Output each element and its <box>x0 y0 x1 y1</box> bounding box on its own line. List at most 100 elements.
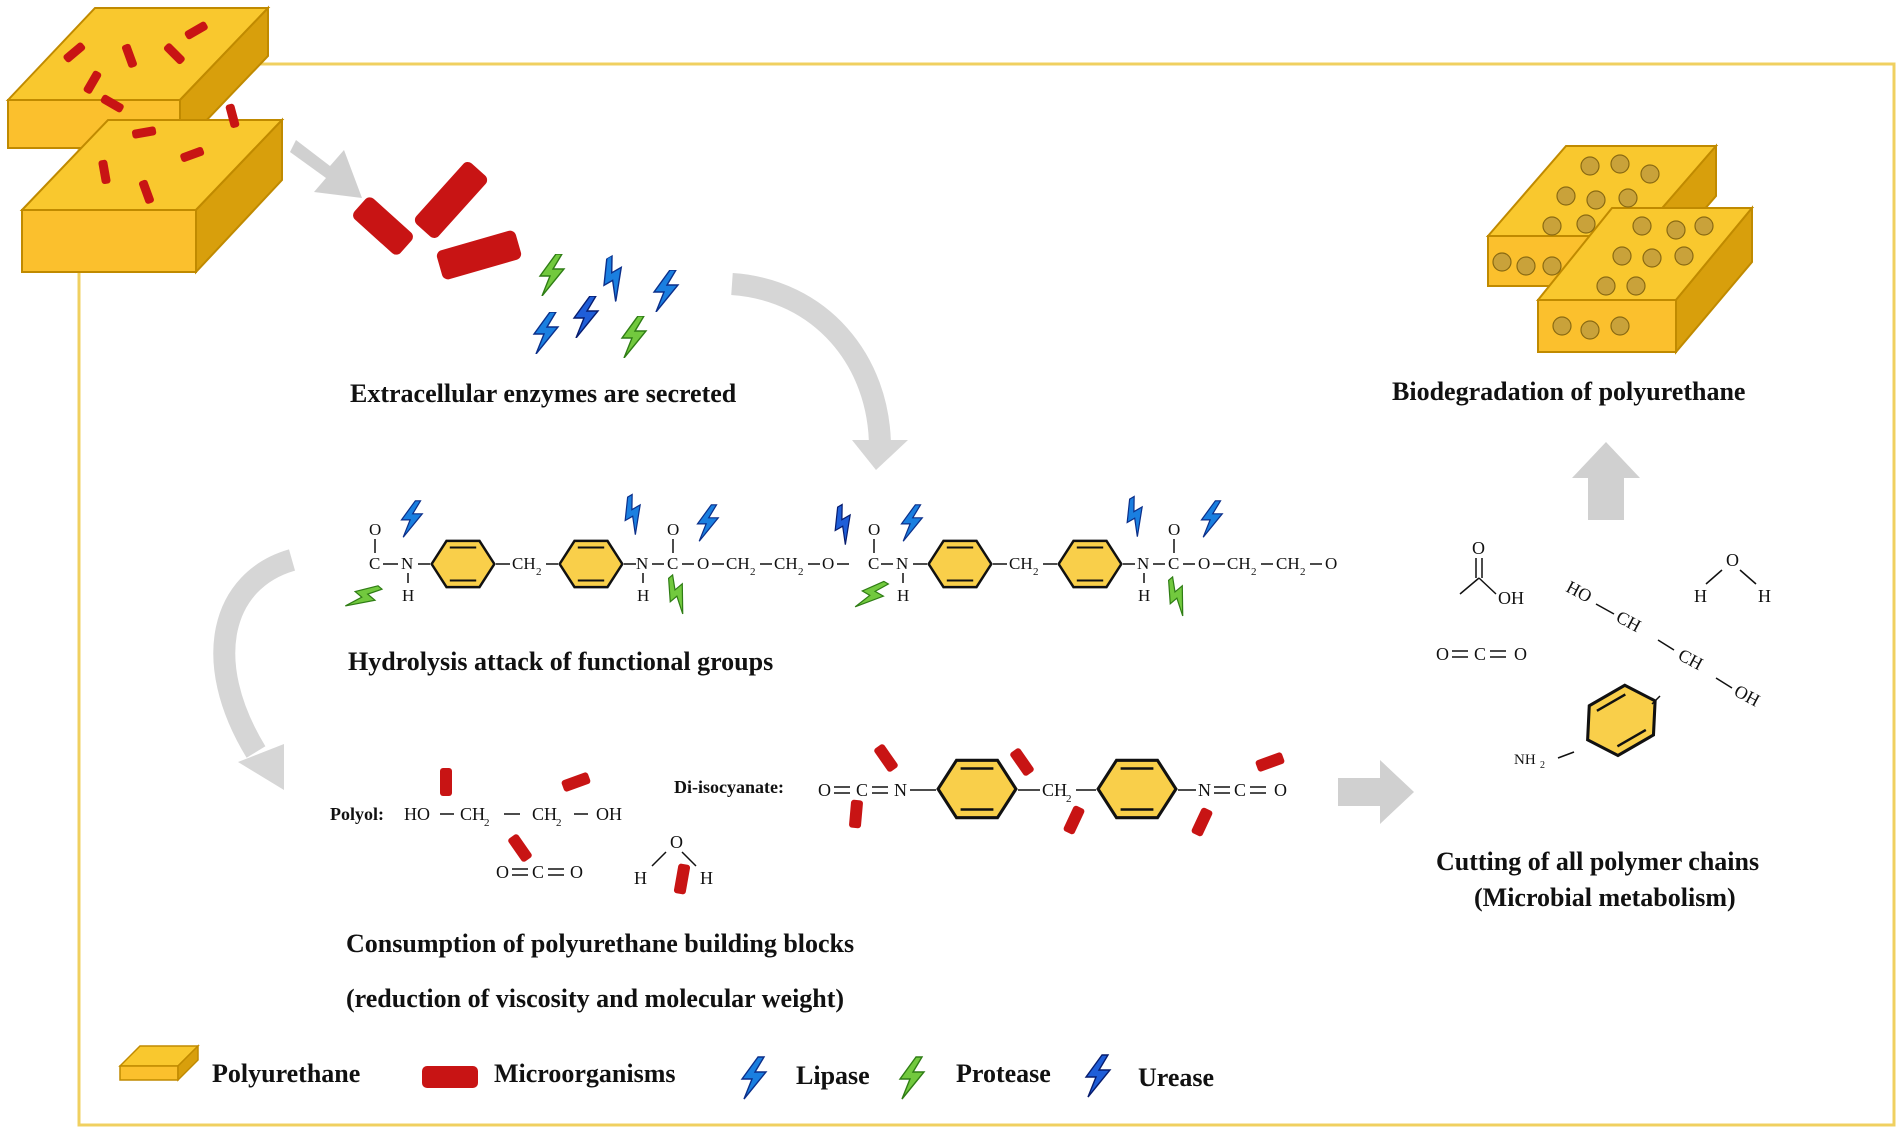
svg-text:OH: OH <box>1731 681 1763 711</box>
svg-text:O: O <box>1514 644 1527 664</box>
svg-text:2: 2 <box>1251 566 1257 578</box>
legend-microorganism-icon <box>422 1066 478 1088</box>
microorganisms-large <box>353 161 522 280</box>
legend: Polyurethane Microorganisms Lipase Prote… <box>118 1044 1214 1100</box>
svg-text:O: O <box>1198 554 1210 573</box>
svg-text:2: 2 <box>556 817 562 829</box>
svg-text:C: C <box>1234 780 1246 800</box>
svg-text:O: O <box>1726 550 1739 570</box>
svg-text:C: C <box>1474 644 1486 664</box>
pores <box>1492 154 1714 340</box>
svg-text:N: N <box>401 554 413 573</box>
svg-text:CH: CH <box>1276 554 1300 573</box>
svg-text:H: H <box>402 586 414 605</box>
svg-text:O: O <box>868 520 880 539</box>
legend-microorganisms-label: Microorganisms <box>494 1059 676 1088</box>
svg-text:O: O <box>1168 520 1180 539</box>
metabolism-products: O OH O C O HO CH CH OH O H H NH 2 <box>1436 538 1771 771</box>
svg-text:Polyol:: Polyol: <box>330 804 384 824</box>
svg-text:CH: CH <box>1675 645 1706 674</box>
svg-text:N: N <box>896 554 908 573</box>
legend-urease-label: Urease <box>1138 1063 1214 1092</box>
svg-text:CH: CH <box>512 554 536 573</box>
svg-text:OH: OH <box>596 804 622 824</box>
polyurethane-block-top-left <box>5 5 285 275</box>
svg-text:NH: NH <box>1514 752 1536 768</box>
label-consumption: Consumption of polyurethane building blo… <box>346 929 854 958</box>
svg-text:Di-isocyanate:: Di-isocyanate: <box>674 777 784 797</box>
svg-text:O: O <box>667 520 679 539</box>
microorganism-cluster <box>63 21 240 204</box>
svg-text:H: H <box>637 586 649 605</box>
svg-text:O: O <box>818 780 831 800</box>
label-biodegradation: Biodegradation of polyurethane <box>1392 377 1745 406</box>
svg-text:H: H <box>634 868 647 888</box>
svg-text:HO: HO <box>1563 577 1595 607</box>
svg-text:CH: CH <box>460 804 485 824</box>
svg-text:H: H <box>1138 586 1150 605</box>
label-microbial-metabolism: (Microbial metabolism) <box>1474 883 1736 912</box>
microorganisms-consuming <box>440 744 1285 895</box>
svg-text:CH: CH <box>1009 554 1033 573</box>
label-cutting-chains: Cutting of all polymer chains <box>1436 847 1759 876</box>
svg-text:H: H <box>1758 586 1771 606</box>
legend-urease-icon <box>1085 1054 1111 1098</box>
label-extracellular-enzymes: Extracellular enzymes are secreted <box>350 379 737 408</box>
legend-protease-icon <box>899 1056 925 1100</box>
arrow-to-metabolism <box>1338 760 1414 824</box>
legend-lipase-label: Lipase <box>796 1061 870 1090</box>
svg-text:CH: CH <box>1613 607 1644 636</box>
svg-text:HO: HO <box>404 804 430 824</box>
svg-text:O: O <box>570 862 583 882</box>
legend-polyurethane-label: Polyurethane <box>212 1059 360 1088</box>
label-consumption-detail: (reduction of viscosity and molecular we… <box>346 984 844 1013</box>
svg-text:2: 2 <box>1300 566 1306 578</box>
svg-text:H: H <box>700 868 713 888</box>
svg-text:O: O <box>496 862 509 882</box>
svg-text:2: 2 <box>1540 760 1545 771</box>
svg-text:O: O <box>670 832 683 852</box>
arrow-to-microbes <box>290 140 362 198</box>
svg-text:CH: CH <box>1227 554 1251 573</box>
svg-text:2: 2 <box>798 566 804 578</box>
svg-text:C: C <box>856 780 868 800</box>
svg-text:2: 2 <box>484 817 490 829</box>
svg-text:C: C <box>532 862 544 882</box>
svg-text:H: H <box>1694 586 1707 606</box>
degraded-polyurethane-block <box>1485 143 1755 355</box>
svg-text:O: O <box>1472 538 1485 558</box>
legend-polyurethane-icon <box>118 1044 200 1082</box>
legend-lipase-icon <box>741 1056 767 1100</box>
arrow-to-biodegradation <box>1572 442 1640 520</box>
svg-text:CH: CH <box>532 804 557 824</box>
legend-protease-label: Protease <box>956 1059 1051 1088</box>
svg-text:N: N <box>636 554 648 573</box>
svg-text:H: H <box>897 586 909 605</box>
svg-text:N: N <box>1198 780 1211 800</box>
svg-text:CH: CH <box>774 554 798 573</box>
svg-text:CH: CH <box>1042 780 1067 800</box>
svg-text:2: 2 <box>1066 793 1072 805</box>
svg-text:C: C <box>369 554 380 573</box>
svg-text:CH: CH <box>726 554 750 573</box>
svg-text:2: 2 <box>750 566 756 578</box>
svg-text:C: C <box>667 554 678 573</box>
svg-text:O: O <box>697 554 709 573</box>
svg-text:N: N <box>1137 554 1149 573</box>
svg-text:O: O <box>1436 644 1449 664</box>
building-blocks: Polyol: HO CH2 CH2 OH O C O O H H Di-iso… <box>330 758 1287 888</box>
svg-text:N: N <box>894 780 907 800</box>
svg-text:O: O <box>1325 554 1337 573</box>
curved-arrow-to-chain <box>731 273 891 449</box>
label-hydrolysis-attack: Hydrolysis attack of functional groups <box>348 647 773 676</box>
secreted-enzymes <box>533 253 679 358</box>
svg-text:O: O <box>1274 780 1287 800</box>
svg-text:O: O <box>822 554 834 573</box>
svg-text:C: C <box>1168 554 1179 573</box>
svg-text:O: O <box>369 520 381 539</box>
svg-text:2: 2 <box>536 566 542 578</box>
diagram-frame <box>77 62 1896 1127</box>
svg-text:OH: OH <box>1498 588 1524 608</box>
